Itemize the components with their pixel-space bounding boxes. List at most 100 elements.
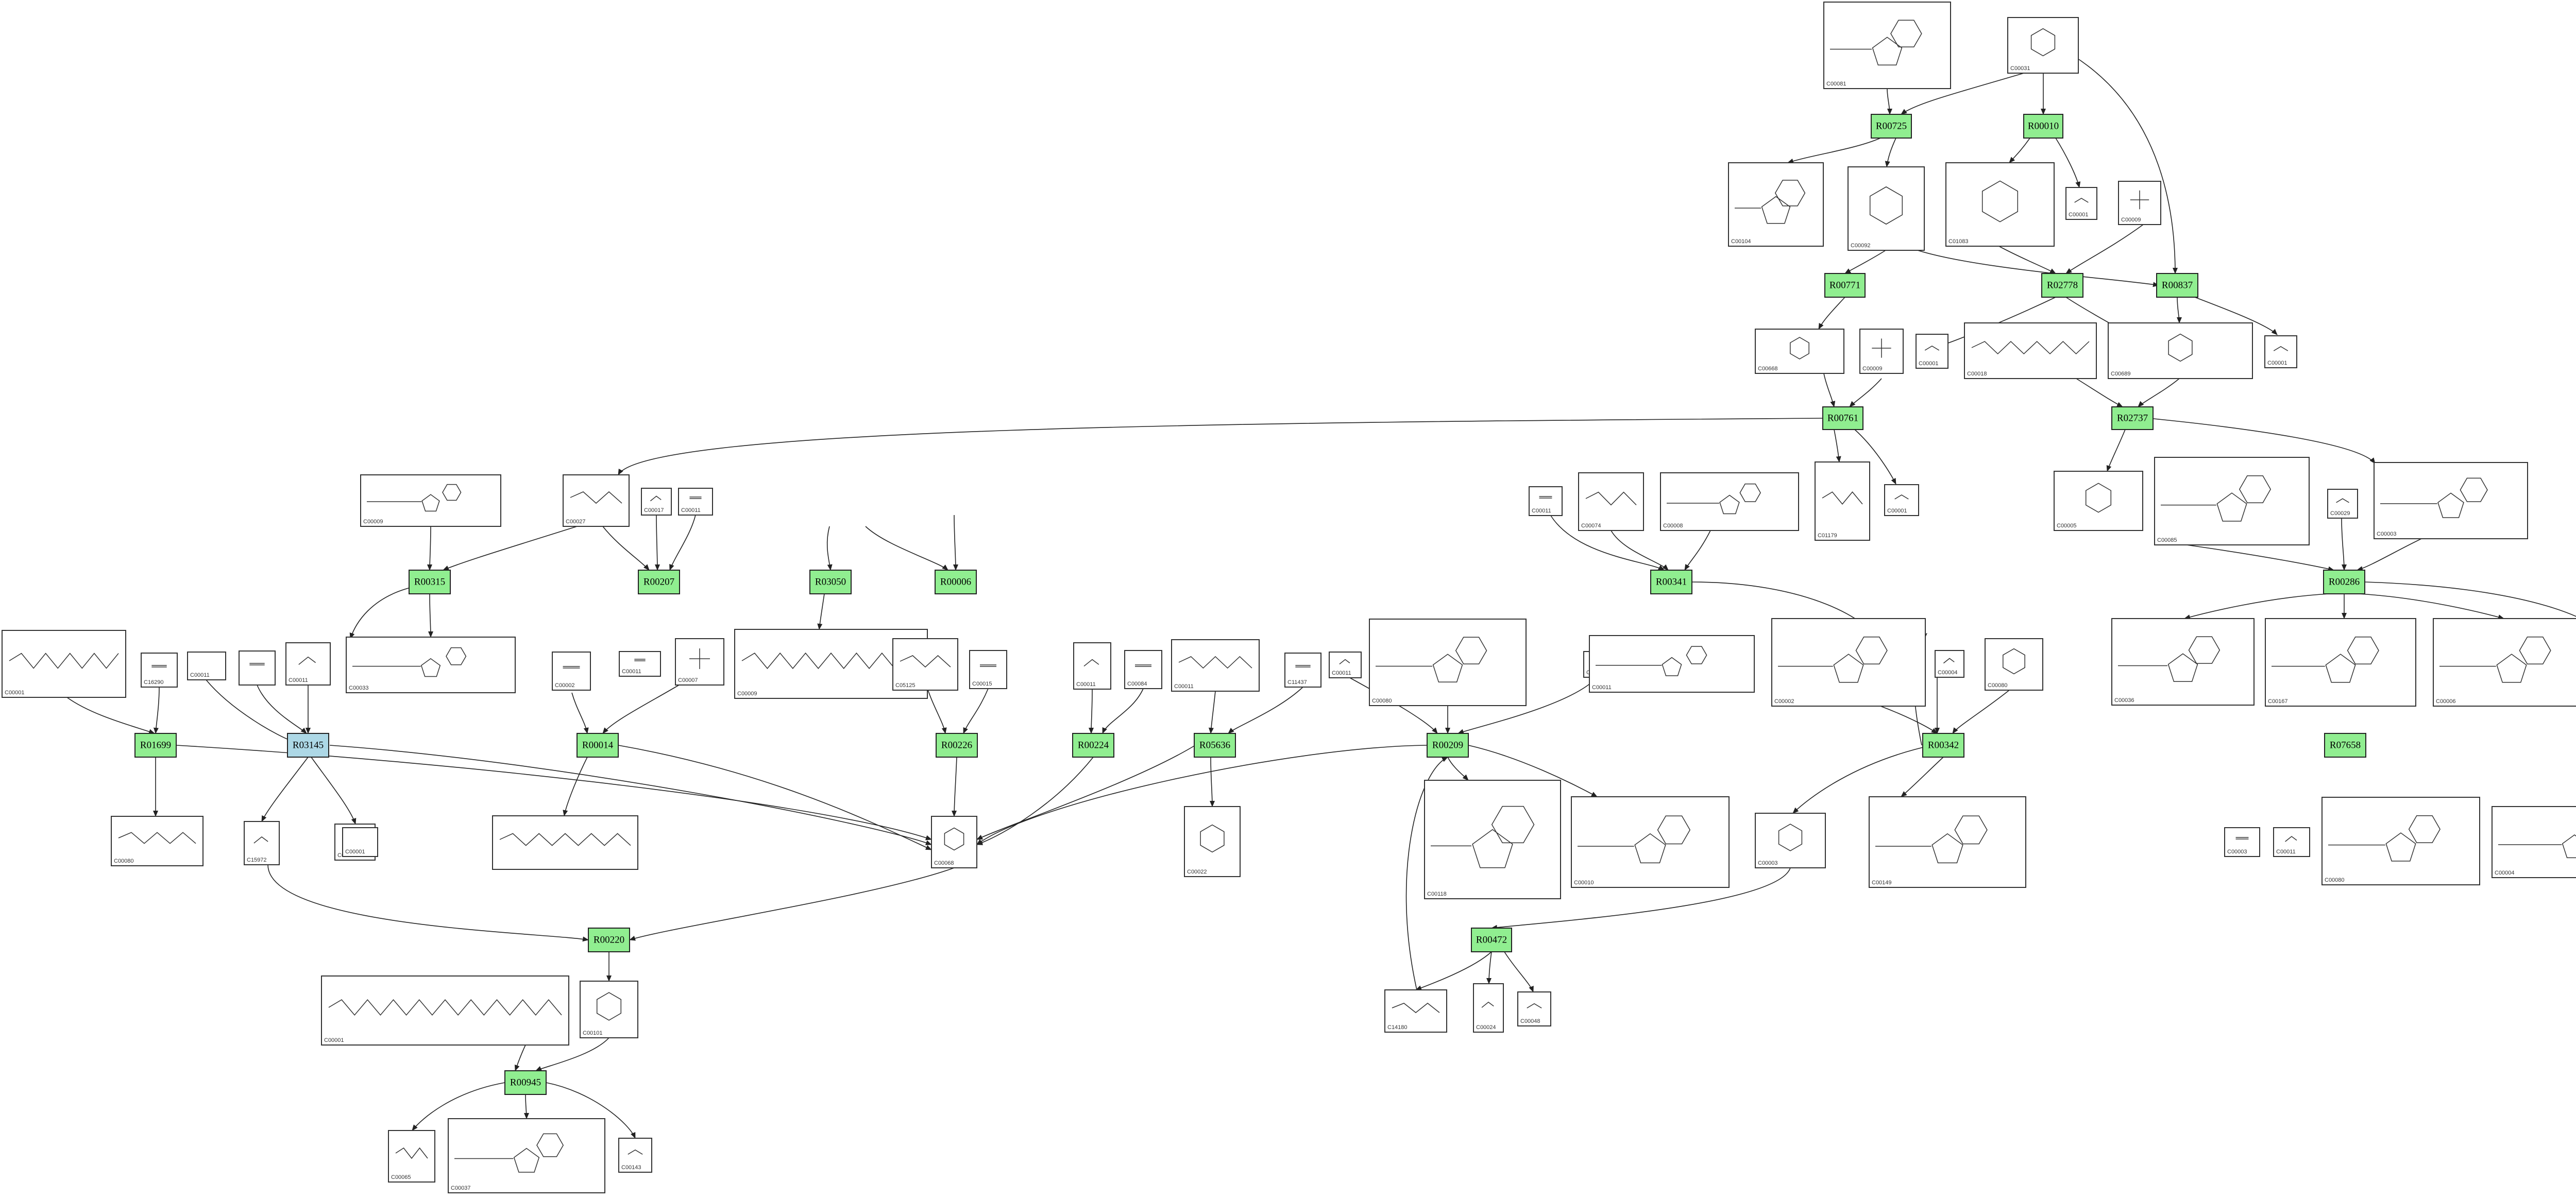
edge-arrow (1952, 690, 2010, 734)
compound-node[interactable]: C00003 (2224, 827, 2260, 857)
compound-node[interactable]: C00048 (1517, 991, 1551, 1026)
reaction-node[interactable]: R00837 (2156, 273, 2198, 298)
compound-node[interactable]: C00080 (2321, 797, 2480, 885)
reaction-node[interactable]: R00209 (1427, 733, 1469, 758)
compound-node[interactable]: C00689 (2108, 322, 2253, 379)
reaction-node[interactable]: R05636 (1194, 733, 1236, 758)
compound-node[interactable]: C00065 (388, 1130, 435, 1183)
compound-node[interactable]: C00068 (931, 816, 977, 868)
compound-node[interactable]: C00017 (641, 488, 672, 516)
compound-node[interactable]: C00011 (2273, 827, 2310, 857)
compound-node[interactable]: C00005 (2054, 471, 2143, 531)
compound-node[interactable]: C05125 (892, 638, 958, 691)
compound-node[interactable]: C00033 (346, 637, 516, 693)
compound-node[interactable]: C00081 (1823, 2, 1951, 89)
compound-node[interactable]: C00036 (2111, 618, 2255, 706)
compound-node[interactable] (239, 650, 276, 686)
compound-node[interactable]: C00001 (1916, 334, 1948, 369)
compound-node[interactable]: C00009 (2118, 181, 2161, 225)
reaction-node[interactable]: R03050 (809, 570, 852, 594)
compound-node[interactable]: C00011 (1529, 486, 1563, 516)
compound-node[interactable]: C00031 (2007, 17, 2079, 74)
compound-node[interactable]: C00001 (2, 630, 126, 698)
compound-node[interactable]: C00118 (1424, 780, 1561, 899)
compound-node[interactable]: C00001 (342, 827, 378, 857)
compound-node[interactable]: C00018 (1964, 322, 2097, 379)
compound-node[interactable]: C00022 (1184, 806, 1241, 877)
compound-node[interactable]: C00027 (563, 474, 630, 527)
compound-node[interactable]: C00011 (1589, 635, 1755, 693)
compound-node[interactable]: C00037 (448, 1118, 605, 1193)
compound-node[interactable]: C00029 (2327, 489, 2358, 519)
reaction-node[interactable]: R00010 (2023, 114, 2063, 139)
compound-node[interactable]: C00004 (2492, 806, 2576, 878)
compound-node[interactable]: C00085 (2154, 457, 2310, 545)
compound-node[interactable]: C00084 (1124, 650, 1162, 689)
reaction-node[interactable]: R00220 (588, 928, 630, 952)
reaction-node[interactable]: R00014 (577, 733, 619, 758)
compound-node[interactable]: C00011 (285, 642, 331, 686)
compound-node[interactable]: C00101 (580, 981, 638, 1038)
compound-node[interactable]: C00167 (2265, 618, 2416, 707)
compound-node[interactable]: C00009 (1859, 329, 1904, 374)
compound-node[interactable]: C00002 (552, 652, 591, 691)
compound-node[interactable]: C00015 (969, 650, 1007, 689)
compound-node[interactable]: C00002 (1771, 618, 1926, 707)
compound-node[interactable]: C00001 (1884, 484, 1919, 516)
reaction-node[interactable]: R00725 (1871, 114, 1912, 139)
compound-node[interactable]: C00080 (111, 816, 204, 866)
compound-id: C00080 (2325, 877, 2345, 883)
reaction-node[interactable]: R00006 (935, 570, 977, 594)
compound-node[interactable]: C00011 (1329, 652, 1362, 678)
compound-node[interactable]: C00074 (1578, 472, 1644, 531)
compound-node[interactable]: C00011 (1073, 642, 1111, 690)
compound-node[interactable]: C01179 (1815, 461, 1870, 541)
reaction-node[interactable]: R00771 (1824, 273, 1866, 298)
compound-id: C00033 (349, 685, 369, 691)
compound-node[interactable]: C00092 (1848, 166, 1925, 251)
compound-node[interactable]: C00009 (360, 474, 501, 527)
compound-node[interactable]: C00143 (618, 1138, 652, 1173)
compound-node[interactable]: C00007 (675, 638, 724, 686)
reaction-node[interactable]: R02778 (2041, 273, 2083, 298)
reaction-node[interactable]: R00315 (409, 570, 451, 594)
reaction-node[interactable]: R00472 (1471, 928, 1512, 952)
compound-node[interactable]: C14180 (1384, 989, 1447, 1033)
compound-node[interactable]: C11437 (1284, 653, 1321, 688)
compound-node[interactable]: C00011 (1171, 639, 1260, 692)
compound-node[interactable]: C01083 (1945, 162, 2055, 247)
compound-node[interactable]: C00003 (1755, 813, 1826, 868)
reaction-node[interactable]: R00761 (1822, 406, 1863, 430)
compound-node[interactable]: C00010 (1571, 796, 1730, 888)
reaction-node[interactable]: R00341 (1650, 570, 1692, 594)
compound-node[interactable]: C00001 (2065, 187, 2097, 220)
reaction-node[interactable]: R00945 (504, 1070, 547, 1095)
compound-node[interactable]: C16290 (141, 653, 178, 688)
compound-node[interactable]: C00004 (1935, 650, 1964, 678)
compound-node[interactable]: C00001 (2264, 335, 2297, 368)
reaction-node[interactable]: R01699 (134, 733, 177, 758)
compound-node[interactable]: C00011 (187, 652, 226, 680)
compound-node[interactable]: C00104 (1728, 162, 1824, 247)
compound-node[interactable]: C00080 (1985, 638, 2043, 691)
compound-node[interactable]: C00003 (2374, 462, 2528, 539)
reaction-node[interactable]: R00207 (638, 570, 680, 594)
compound-node[interactable]: C00149 (1869, 796, 2026, 888)
reaction-node[interactable]: R03145 (287, 733, 329, 758)
compound-node[interactable]: C00001 (321, 975, 569, 1046)
compound-node[interactable]: C00011 (678, 488, 713, 516)
reaction-node[interactable]: R00342 (1922, 733, 1964, 758)
compound-node[interactable]: C00080 (1369, 619, 1527, 706)
reaction-node[interactable]: R02737 (2111, 406, 2154, 430)
compound-node[interactable]: C00668 (1755, 329, 1844, 374)
reaction-node[interactable]: R00286 (2323, 570, 2365, 594)
reaction-node[interactable]: R00226 (936, 733, 978, 758)
compound-node[interactable]: C00008 (1660, 472, 1799, 531)
compound-node[interactable]: C00011 (619, 651, 661, 677)
compound-node[interactable] (492, 815, 638, 870)
compound-node[interactable]: C15972 (244, 821, 280, 865)
compound-node[interactable]: C00006 (2433, 618, 2576, 707)
reaction-node[interactable]: R00224 (1072, 733, 1114, 758)
compound-node[interactable]: C00024 (1473, 983, 1504, 1033)
reaction-node[interactable]: R07658 (2324, 733, 2366, 758)
